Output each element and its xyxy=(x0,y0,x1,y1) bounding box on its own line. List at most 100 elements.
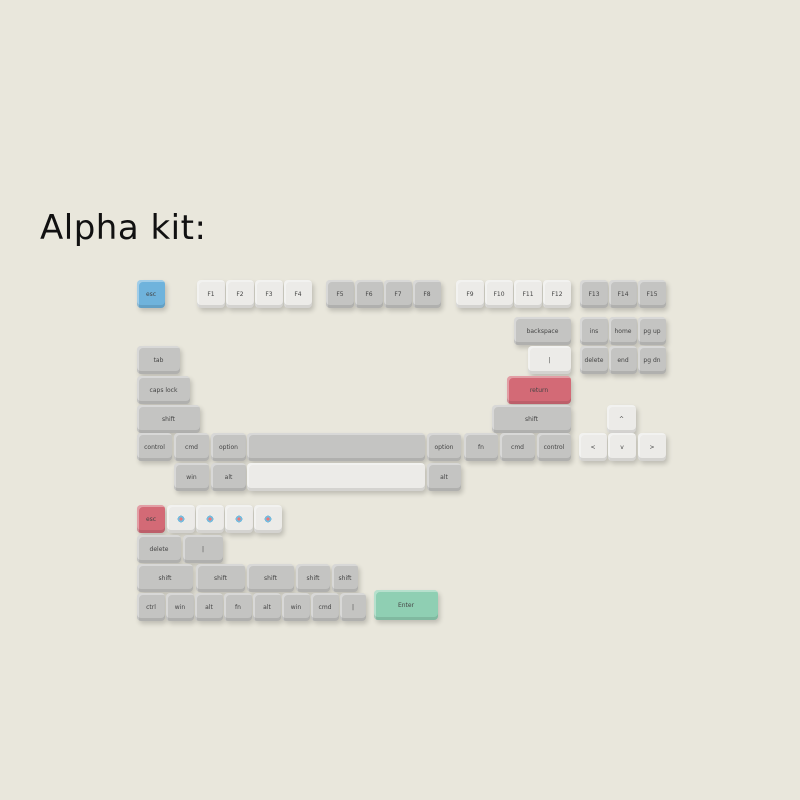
keycap-f11: F11 xyxy=(514,280,542,308)
keycap-pg-up: pg up xyxy=(638,317,666,345)
keycap-legend: alt xyxy=(224,473,233,481)
keycap-shift: shift xyxy=(247,564,294,592)
keycap-legend: option xyxy=(219,443,238,451)
keycap-legend: option xyxy=(434,443,454,451)
keycap-legend: backspace xyxy=(526,327,559,335)
keycap-esc: esc xyxy=(137,505,165,533)
keycap-shift: shift xyxy=(137,405,200,433)
keycap-return: return xyxy=(507,376,571,404)
keycap-ins: ins xyxy=(580,317,608,345)
keycap-legend: F6 xyxy=(365,290,373,298)
keycap-legend: caps lock xyxy=(149,386,178,394)
keycap-legend: F11 xyxy=(522,290,534,298)
keycap-legend: shift xyxy=(214,574,227,582)
keycap-win: win xyxy=(174,463,209,491)
keycap-legend: shift xyxy=(158,574,172,582)
keycap-win: win xyxy=(282,593,310,621)
keycap-spacebar xyxy=(247,433,425,461)
keycap-legend: F15 xyxy=(646,290,658,298)
keycap-legend: esc xyxy=(145,515,157,523)
novelty-icon xyxy=(206,515,214,523)
keycap-tab: tab xyxy=(137,346,180,374)
keycap-legend: win xyxy=(186,473,197,481)
keycap-legend: ^ xyxy=(618,415,625,423)
keycap-f9: F9 xyxy=(456,280,484,308)
keycap-legend: F10 xyxy=(493,290,505,298)
keycap-legend: < xyxy=(590,443,596,451)
keycap-legend: delete xyxy=(584,356,604,364)
keycap-legend: control xyxy=(144,443,165,451)
keycap-backspace: backspace xyxy=(514,317,571,345)
keycap-f14: F14 xyxy=(609,280,637,308)
keycap-cmd: cmd xyxy=(311,593,339,621)
keycap-shift: shift xyxy=(492,405,571,433)
keycap-pg-dn: pg dn xyxy=(638,346,666,374)
keycap-f15: F15 xyxy=(638,280,666,308)
keycap-ctrl: ctrl xyxy=(137,593,165,621)
keycap-alt: alt xyxy=(211,463,246,491)
keycap-f12: F12 xyxy=(543,280,571,308)
keycap-legend: fn xyxy=(478,443,484,451)
keycap-symbol: | xyxy=(340,593,366,621)
keycap-legend: ins xyxy=(589,327,599,335)
keycap-novelty xyxy=(167,505,195,533)
keycap-delete: delete xyxy=(137,535,181,563)
keycap-cmd: cmd xyxy=(174,433,209,461)
keycap-alt: alt xyxy=(253,593,281,621)
novelty-icon xyxy=(235,515,243,523)
keycap-v: v xyxy=(608,433,636,461)
keycap-symbol: ^ xyxy=(607,405,636,433)
keycap-legend: F3 xyxy=(265,290,273,298)
keycap-novelty xyxy=(196,505,224,533)
keycap-win: win xyxy=(166,593,194,621)
keycap-delete: delete xyxy=(580,346,608,374)
keycap-legend: tab xyxy=(153,356,164,364)
keycap-legend: | xyxy=(201,545,205,553)
keycap-shift: shift xyxy=(137,564,193,592)
keycap-legend: alt xyxy=(263,603,271,611)
keycap-legend: F7 xyxy=(394,290,402,298)
keycap-alt: alt xyxy=(427,463,461,491)
keycap-spacebar xyxy=(247,463,425,491)
keycap-option: option xyxy=(427,433,461,461)
keycap-f4: F4 xyxy=(284,280,312,308)
keycap-legend: control xyxy=(543,443,565,451)
keycap-legend: shift xyxy=(162,415,175,423)
keycap-legend: F1 xyxy=(207,290,215,298)
keycap-legend: F12 xyxy=(551,290,563,298)
keycap-symbol: | xyxy=(183,535,223,563)
keycap-legend: shift xyxy=(306,574,320,582)
keycap-legend: F14 xyxy=(617,290,629,298)
keycap-cmd: cmd xyxy=(500,433,535,461)
keycap-legend: F13 xyxy=(588,290,600,298)
keycap-legend: end xyxy=(617,356,629,364)
keycap-caps-lock: caps lock xyxy=(137,376,190,404)
keycap-f2: F2 xyxy=(226,280,254,308)
keycap-fn: fn xyxy=(464,433,498,461)
keycap-legend: F9 xyxy=(466,290,474,298)
keycap-legend: win xyxy=(290,603,302,611)
keycap-esc: esc xyxy=(137,280,165,308)
keycap-f1: F1 xyxy=(197,280,225,308)
keycap-fn: fn xyxy=(224,593,252,621)
keycap-control: control xyxy=(137,433,172,461)
keycap-shift: shift xyxy=(296,564,330,592)
keycap-legend: cmd xyxy=(318,603,332,611)
keycap-control: control xyxy=(537,433,571,461)
keycap-legend: ctrl xyxy=(146,603,156,611)
keycap-legend: home xyxy=(614,327,632,335)
keycap-f7: F7 xyxy=(384,280,412,308)
keycap-legend: F2 xyxy=(236,290,244,298)
keycap-symbol: | xyxy=(528,346,571,374)
keycap-legend: cmd xyxy=(185,443,198,451)
keycap-symbol: < xyxy=(579,433,607,461)
keycap-legend: shift xyxy=(264,574,277,582)
keycap-f5: F5 xyxy=(326,280,354,308)
keycap-legend: F5 xyxy=(336,290,344,298)
keycap-enter: Enter xyxy=(374,590,438,620)
keycap-shift: shift xyxy=(196,564,245,592)
keycap-legend: > xyxy=(649,443,655,451)
keycap-f6: F6 xyxy=(355,280,383,308)
keycap-f13: F13 xyxy=(580,280,608,308)
keycap-f8: F8 xyxy=(413,280,441,308)
